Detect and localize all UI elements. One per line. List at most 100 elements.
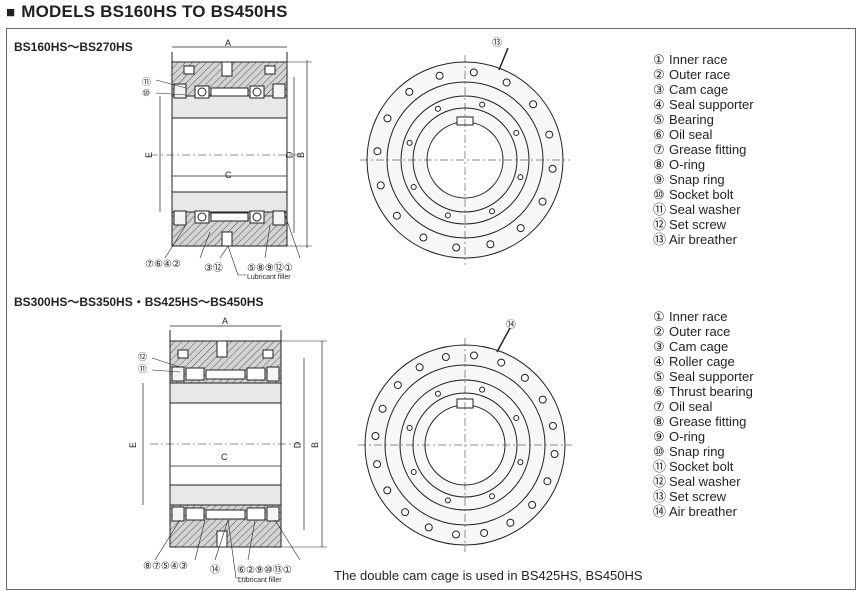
bolt-hole xyxy=(452,530,461,539)
bolt-hole xyxy=(489,208,496,215)
callouts-bottom-left-1: ⑦⑥④② xyxy=(145,259,181,270)
figure-frame xyxy=(6,28,856,590)
part-label: Oil seal xyxy=(669,399,713,414)
bolt-hole xyxy=(378,404,387,413)
part-number: ⑫ xyxy=(653,474,667,489)
bolt-hole xyxy=(373,147,382,156)
bolt-hole xyxy=(419,233,428,242)
bolt-hole xyxy=(441,353,450,362)
part-number: ③ xyxy=(653,82,665,97)
bolt-hole xyxy=(516,224,525,233)
bolt-hole xyxy=(392,211,401,220)
bolt-hole xyxy=(517,174,524,181)
part-label: Set screw xyxy=(669,217,727,232)
part-label: Socket bolt xyxy=(669,187,734,202)
bolt-hole xyxy=(548,421,557,430)
bolt-hole xyxy=(502,78,511,87)
part-item: ⑦ Grease fitting xyxy=(653,142,754,157)
bolt-hole xyxy=(444,497,451,504)
part-number: ⑭ xyxy=(653,504,667,519)
part-number: ⑫ xyxy=(653,217,667,232)
part-number: ⑩ xyxy=(653,444,665,459)
bolt-hole xyxy=(513,129,520,136)
callout-11-1: ⑪ xyxy=(142,77,152,87)
part-item: ⑥ Oil seal xyxy=(653,127,754,142)
section2-front-view xyxy=(358,327,572,552)
square-bullet-icon: ■ xyxy=(6,4,16,21)
bolt-hole xyxy=(479,386,486,393)
bolt-hole xyxy=(434,390,441,397)
part-label: Inner race xyxy=(669,309,728,324)
part-number: ⑨ xyxy=(653,172,665,187)
part-number: ⑩ xyxy=(653,187,665,202)
bolt-hole xyxy=(406,424,413,431)
bolt-hole xyxy=(538,395,547,404)
part-item: ④ Roller cage xyxy=(653,354,754,369)
bolt-hole xyxy=(434,105,441,112)
bolt-hole xyxy=(383,114,392,123)
part-number: ① xyxy=(653,309,665,324)
bolt-hole xyxy=(548,164,557,173)
part-item: ③ Cam cage xyxy=(653,82,754,97)
part-number: ⑦ xyxy=(653,142,665,157)
part-number: ⑬ xyxy=(653,232,667,247)
part-label: Oil seal xyxy=(669,127,713,142)
dim-d-2: D xyxy=(292,441,303,449)
callouts-bottom-right-2: ⑥②⑨⑩⑬① xyxy=(237,565,292,576)
bolt-hole xyxy=(520,373,529,382)
bolt-hole xyxy=(371,432,380,441)
dim-b-2: B xyxy=(310,441,321,449)
dim-b-1: B xyxy=(296,151,307,159)
bolt-hole xyxy=(506,518,515,527)
bolt-hole xyxy=(513,414,520,421)
part-label: Inner race xyxy=(669,52,728,67)
section1-cross-section xyxy=(150,46,312,276)
footnote: The double cam cage is used in BS425HS, … xyxy=(334,568,643,583)
bolt-hole xyxy=(424,523,433,532)
bolt-hole xyxy=(376,181,385,190)
bolt-hole xyxy=(469,68,478,77)
bolt-hole xyxy=(550,449,559,458)
part-label: Cam cage xyxy=(669,339,729,354)
part-number: ④ xyxy=(653,354,665,369)
bolt-hole xyxy=(497,358,506,367)
part-number: ⑥ xyxy=(653,127,665,142)
bolt-hole xyxy=(415,363,424,372)
part-label: Roller cage xyxy=(669,354,735,369)
dim-e-2: E xyxy=(128,441,139,449)
callout-12-2: ⑫ xyxy=(138,352,148,362)
lubricant-filler-1: Lubricant filler xyxy=(247,274,291,281)
part-label: Cam cage xyxy=(669,82,729,97)
title-text: MODELS BS160HS TO BS450HS xyxy=(21,2,288,21)
part-number: ⑪ xyxy=(653,459,667,474)
part-label: Outer race xyxy=(669,67,731,82)
part-item: ③ Cam cage xyxy=(653,339,754,354)
bolt-hole xyxy=(401,508,410,517)
part-number: ⑧ xyxy=(653,157,665,172)
part-label: Grease fitting xyxy=(669,142,747,157)
part-number: ③ xyxy=(653,339,665,354)
dim-c-2: C xyxy=(221,452,228,462)
part-number: ⑥ xyxy=(653,384,665,399)
dim-a-2: A xyxy=(222,316,229,326)
bolt-hole xyxy=(479,101,486,108)
part-number: ⑬ xyxy=(653,489,667,504)
part-label: Set screw xyxy=(669,489,727,504)
